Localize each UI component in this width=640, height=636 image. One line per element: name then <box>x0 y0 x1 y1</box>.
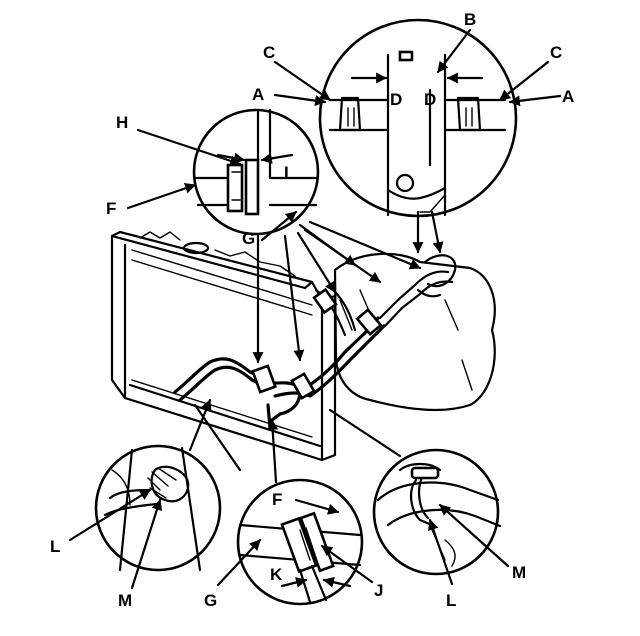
detail-circle-upper-right <box>318 18 518 218</box>
label-i: I <box>284 163 289 182</box>
detail-circle-upper-left <box>192 108 320 236</box>
label-b: B <box>464 10 476 29</box>
label-c-left: C <box>263 43 275 62</box>
label-l-right: L <box>446 591 456 610</box>
radiator <box>110 230 337 462</box>
engine-outline <box>333 252 496 412</box>
label-j: J <box>374 581 383 600</box>
hose-assembly <box>173 254 457 430</box>
label-a-right: A <box>562 87 574 106</box>
detail-circle-lower-right <box>372 448 502 576</box>
label-k: K <box>270 565 283 584</box>
label-m-right: M <box>512 563 526 582</box>
label-h: H <box>116 113 128 132</box>
label-f-upper: F <box>106 199 116 218</box>
label-d-right: D <box>424 90 436 109</box>
label-a-left: A <box>252 85 264 104</box>
label-f-lower: F <box>272 490 282 509</box>
label-d-left: D <box>390 90 402 109</box>
label-g-lower: G <box>204 591 217 610</box>
labels: B C C A A D D H I F G L M F G K J M L <box>50 10 574 610</box>
label-c-right: C <box>550 43 562 62</box>
label-l-left: L <box>50 537 60 556</box>
callout-arrows <box>68 28 562 590</box>
leader-lines <box>188 210 444 484</box>
label-g-upper: G <box>242 229 255 248</box>
label-m-left: M <box>118 591 132 610</box>
